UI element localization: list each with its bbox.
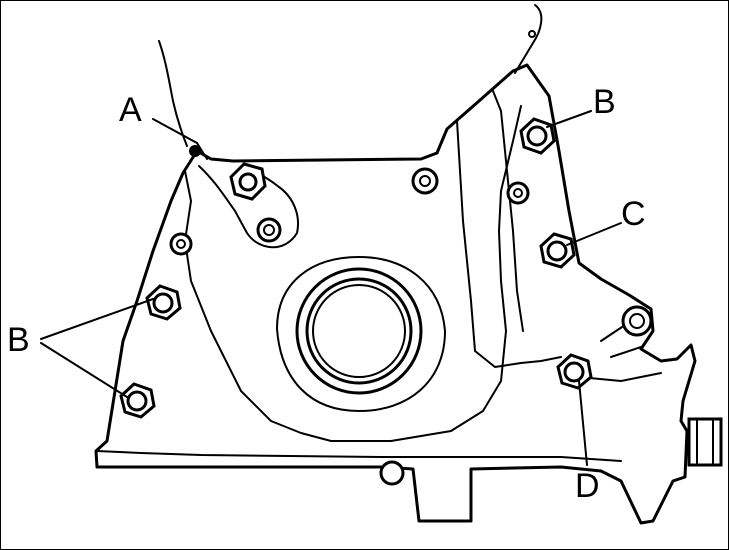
dowel-hole-left xyxy=(169,232,193,256)
seal-bore-outer xyxy=(295,267,423,395)
bolt-b-upper-right xyxy=(519,117,556,155)
bolt-hole-upper-boss xyxy=(256,217,282,243)
dowel-hole-top-inner xyxy=(419,175,431,187)
seal-bore-lip xyxy=(312,284,406,378)
label-c: C xyxy=(621,195,646,233)
leader-d xyxy=(578,380,588,466)
label-d: D xyxy=(575,467,600,505)
dowel-hole-right-inner xyxy=(513,188,523,198)
leader-b-upper-right xyxy=(546,110,592,128)
dowel-hole-left-inner xyxy=(176,239,186,249)
lower-flange xyxy=(96,450,622,462)
bolt-b-left-lower xyxy=(119,382,156,419)
relief-valve-plug xyxy=(687,417,723,467)
leader-b-left-1 xyxy=(40,298,154,340)
bolt-b-left-upper xyxy=(145,284,182,321)
pump-lug-hole-inner xyxy=(629,313,645,329)
bore-surround xyxy=(276,256,446,412)
inner-rib xyxy=(184,105,522,442)
bolt-d xyxy=(556,353,593,390)
right-web xyxy=(456,120,562,368)
dowel-hole-top xyxy=(411,167,439,195)
upper-boss-rim xyxy=(198,165,299,249)
housing-outline xyxy=(94,63,697,525)
seal-bore-inner xyxy=(305,277,413,385)
label-b-upper-right: B xyxy=(593,83,616,121)
bolt-c xyxy=(539,232,576,269)
dowel-hole-right xyxy=(506,181,530,205)
pump-lug-hole xyxy=(621,305,653,337)
leader-b-left-2 xyxy=(40,342,128,398)
wire-left xyxy=(158,40,188,147)
leader-a xyxy=(152,118,208,160)
leader-a-dot xyxy=(189,145,201,157)
wire-right xyxy=(514,4,543,74)
bolt-a xyxy=(229,162,267,201)
lower-hole xyxy=(379,460,405,486)
bolt-hole-upper-boss-inner xyxy=(263,224,275,236)
label-b-left: B xyxy=(7,321,30,359)
right-web-2 xyxy=(492,90,524,332)
wire-ring xyxy=(528,30,536,38)
label-a: A xyxy=(119,91,142,129)
leader-c xyxy=(566,222,622,246)
